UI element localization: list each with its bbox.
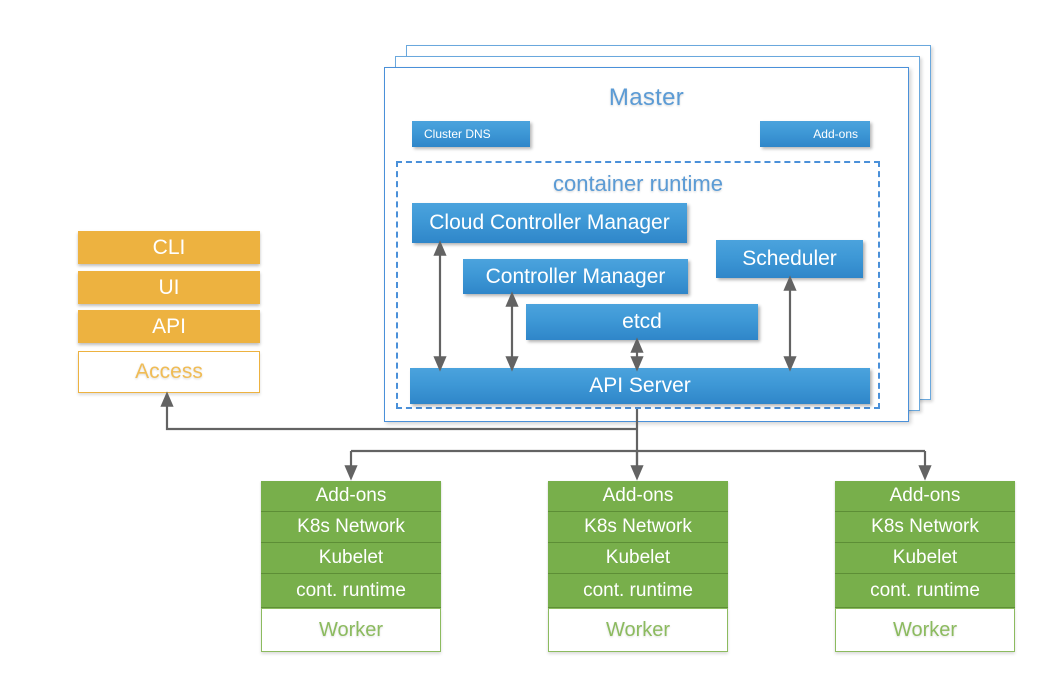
worker-2-layer-cont-runtime[interactable]: cont. runtime <box>548 574 728 608</box>
worker-3-layer-k8s-network[interactable]: K8s Network <box>835 512 1015 543</box>
worker-1-layer-add-ons[interactable]: Add-ons <box>261 481 441 512</box>
worker-3-layer-k8s-network-label: K8s Network <box>871 516 979 537</box>
access-item-api[interactable]: API <box>78 310 260 343</box>
master-add-ons-box[interactable]: Add-ons <box>760 121 870 147</box>
container-runtime-box: container runtime <box>396 161 880 409</box>
access-footer-label: Access <box>135 360 203 383</box>
scheduler-box[interactable]: Scheduler <box>716 240 863 278</box>
worker-1-layer-add-ons-label: Add-ons <box>315 485 387 506</box>
worker-2-layer-k8s-network-label: K8s Network <box>584 516 692 537</box>
access-footer-box[interactable]: Access <box>78 351 260 393</box>
controller-manager-box[interactable]: Controller Manager <box>463 259 688 294</box>
etcd-box[interactable]: etcd <box>526 304 758 340</box>
worker-1-layer-kubelet[interactable]: Kubelet <box>261 543 441 574</box>
worker-3-layer-add-ons[interactable]: Add-ons <box>835 481 1015 512</box>
container-runtime-title: container runtime <box>553 171 723 196</box>
worker-2-footer-box[interactable]: Worker <box>548 608 728 652</box>
scheduler-label: Scheduler <box>742 247 837 270</box>
worker-3-footer-box[interactable]: Worker <box>835 608 1015 652</box>
master-title: Master <box>608 84 685 111</box>
worker-3-footer-label: Worker <box>892 618 958 641</box>
worker-3-layer-kubelet[interactable]: Kubelet <box>835 543 1015 574</box>
worker-1-footer-label: Worker <box>318 618 384 641</box>
controller-manager-label: Controller Manager <box>485 264 666 288</box>
etcd-label: etcd <box>622 310 662 333</box>
cluster-dns-label: Cluster DNS <box>424 127 491 141</box>
worker-2-layer-kubelet[interactable]: Kubelet <box>548 543 728 574</box>
worker-2-footer-label: Worker <box>605 618 671 641</box>
cloud-controller-manager-box[interactable]: Cloud Controller Manager <box>412 203 687 243</box>
worker-3-layer-kubelet-label: Kubelet <box>892 547 958 568</box>
api-server-label: API Server <box>589 374 691 397</box>
worker-1-layer-cont-runtime[interactable]: cont. runtime <box>261 574 441 608</box>
worker-2-layer-add-ons[interactable]: Add-ons <box>548 481 728 512</box>
cloud-controller-manager-label: Cloud Controller Manager <box>429 211 670 234</box>
worker-1-layer-kubelet-label: Kubelet <box>318 547 384 568</box>
cluster-dns-box[interactable]: Cluster DNS <box>412 121 530 147</box>
worker-2-layer-add-ons-label: Add-ons <box>602 485 674 506</box>
worker-2-layer-kubelet-label: Kubelet <box>605 547 671 568</box>
access-item-cli[interactable]: CLI <box>78 231 260 264</box>
worker-3-layer-cont-runtime[interactable]: cont. runtime <box>835 574 1015 608</box>
worker-3-layer-add-ons-label: Add-ons <box>889 485 961 506</box>
worker-1-layer-k8s-network[interactable]: K8s Network <box>261 512 441 543</box>
worker-2-layer-k8s-network[interactable]: K8s Network <box>548 512 728 543</box>
worker-1-layer-k8s-network-label: K8s Network <box>297 516 405 537</box>
access-item-cli-label: CLI <box>152 235 186 259</box>
access-item-api-label: API <box>152 314 186 338</box>
worker-3-layer-cont-runtime-label: cont. runtime <box>870 579 980 601</box>
worker-1-layer-cont-runtime-label: cont. runtime <box>296 579 406 601</box>
worker-1-footer-box[interactable]: Worker <box>261 608 441 652</box>
access-item-ui-label: UI <box>158 275 180 299</box>
access-item-ui[interactable]: UI <box>78 271 260 304</box>
master-add-ons-label: Add-ons <box>813 127 858 141</box>
api-server-box[interactable]: API Server <box>410 368 870 404</box>
worker-2-layer-cont-runtime-label: cont. runtime <box>583 579 693 601</box>
